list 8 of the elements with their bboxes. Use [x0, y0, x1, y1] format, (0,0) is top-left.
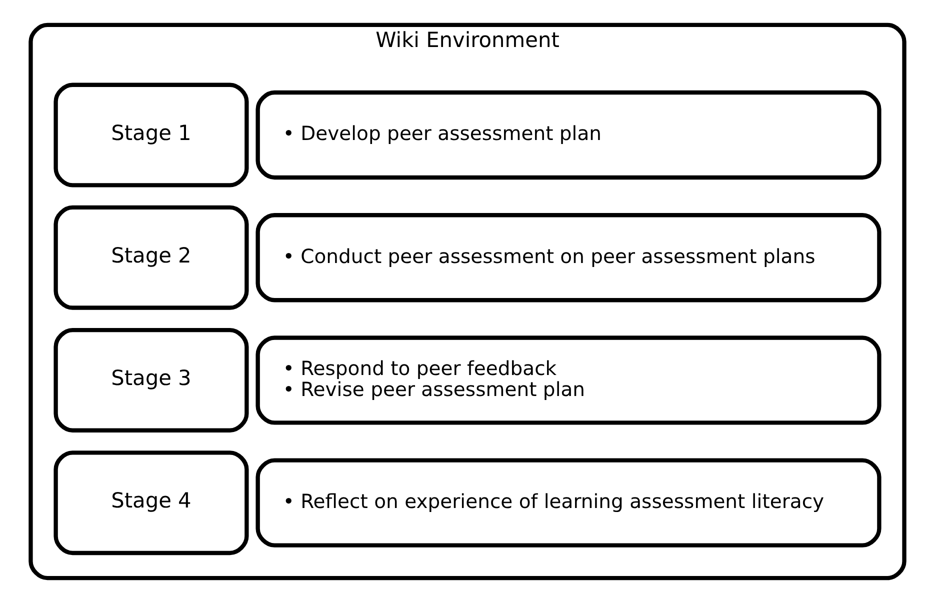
node-box: • Reflect on experience of learning assessment literacy [256, 458, 882, 548]
node-box: Stage 2 [54, 205, 249, 310]
node-box: • Respond to peer feedback • Revise peer assessment plan [256, 336, 882, 425]
node-box: • Develop peer assessment plan [256, 90, 882, 180]
node-box: Stage 3 [54, 328, 249, 432]
node-box: Stage 4 [54, 450, 249, 556]
node-box: Stage 1 [54, 82, 249, 188]
node-box: • Conduct peer assessment on peer assessment plans [256, 213, 882, 302]
